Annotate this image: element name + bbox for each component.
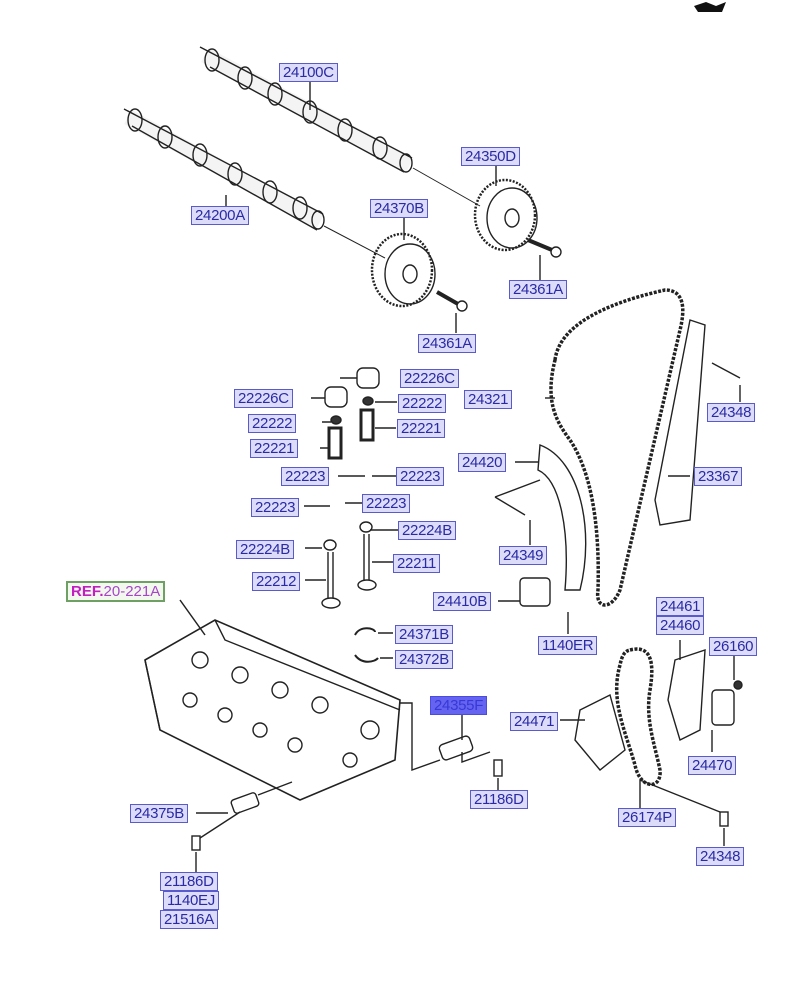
part-label-23367[interactable]: 23367 [694,467,743,486]
oil-control-valve-drawing [438,735,474,761]
sprocket-24350d-drawing [473,178,538,252]
bolt-drawing [436,290,459,306]
camshaft-intake-drawing [123,108,386,259]
part-label-22223[interactable]: 22223 [362,494,411,513]
part-label-24375b[interactable]: 24375B [130,804,188,823]
part-label-22224b[interactable]: 22224B [236,540,294,559]
part-label-22226c[interactable]: 22226C [234,389,293,408]
bolt-drawing [191,835,201,851]
sprocket-24370b-drawing [370,232,436,308]
part-label-22224b[interactable]: 22224B [398,521,456,540]
reference-prefix: REF. [71,583,104,600]
part-label-24355f-selected[interactable]: 24355F [430,696,488,715]
part-label-22223[interactable]: 22223 [281,467,330,486]
part-label-22212[interactable]: 22212 [252,572,301,591]
part-label-24460[interactable]: 24460 [656,616,705,635]
chain-guide-23367-drawing [654,319,706,526]
part-label-24471[interactable]: 24471 [510,712,559,731]
part-label-21516a[interactable]: 21516A [160,910,218,929]
valve-train-drawing [321,367,380,609]
timing-chain-26174p-drawing [615,647,662,787]
part-label-22221[interactable]: 22221 [250,439,299,458]
part-label-24350d[interactable]: 24350D [461,147,520,166]
part-label-24361a[interactable]: 24361A [509,280,567,299]
chain-guide-24460-drawing [667,649,706,741]
part-label-22222[interactable]: 22222 [398,394,447,413]
part-label-1140ej[interactable]: 1140EJ [163,891,219,910]
bolt-drawing [527,238,553,252]
bolt-drawing [719,811,729,827]
part-label-24200a[interactable]: 24200A [191,206,249,225]
camshaft-exhaust-drawing [199,46,481,207]
part-label-22223[interactable]: 22223 [251,498,300,517]
part-label-24371b[interactable]: 24371B [395,625,453,644]
chain-guide-24471-drawing [574,693,626,771]
part-label-24410b[interactable]: 24410B [433,592,491,611]
part-label-26160[interactable]: 26160 [709,637,758,656]
part-label-1140er[interactable]: 1140ER [538,636,598,655]
part-label-24349[interactable]: 24349 [499,546,548,565]
cylinder-head-drawing [144,619,401,801]
part-label-21186d[interactable]: 21186D [160,872,218,891]
tensioner-24470-drawing [711,689,735,726]
part-label-26174p[interactable]: 26174P [618,808,676,827]
part-label-24370b[interactable]: 24370B [370,199,428,218]
part-label-24372b[interactable]: 24372B [395,650,453,669]
sensor-24375b-drawing [230,792,260,814]
part-label-22222[interactable]: 22222 [248,414,297,433]
chain-guide-24420-drawing [537,444,587,591]
part-label-24321[interactable]: 24321 [464,390,513,409]
part-label-24100c[interactable]: 24100C [279,63,338,82]
part-label-22221[interactable]: 22221 [397,419,446,438]
part-label-24361a[interactable]: 24361A [418,334,476,353]
part-label-21186d[interactable]: 21186D [470,790,528,809]
part-label-24348[interactable]: 24348 [696,847,745,866]
corner-arrow-icon [694,2,726,12]
bolt-drawing [493,759,503,777]
part-label-24470[interactable]: 24470 [688,756,737,775]
timing-chain-24321-drawing [549,288,685,607]
reference-label[interactable]: REF.20-221A [66,581,166,602]
part-label-24348[interactable]: 24348 [707,403,756,422]
part-label-24420[interactable]: 24420 [458,453,507,472]
tensioner-24410b-drawing [519,577,551,607]
part-label-22211[interactable]: 22211 [393,554,441,573]
part-label-22226c[interactable]: 22226C [400,369,459,388]
part-label-24461[interactable]: 24461 [656,597,705,616]
part-label-22223[interactable]: 22223 [396,467,445,486]
reference-number: 20-221A [103,583,161,600]
